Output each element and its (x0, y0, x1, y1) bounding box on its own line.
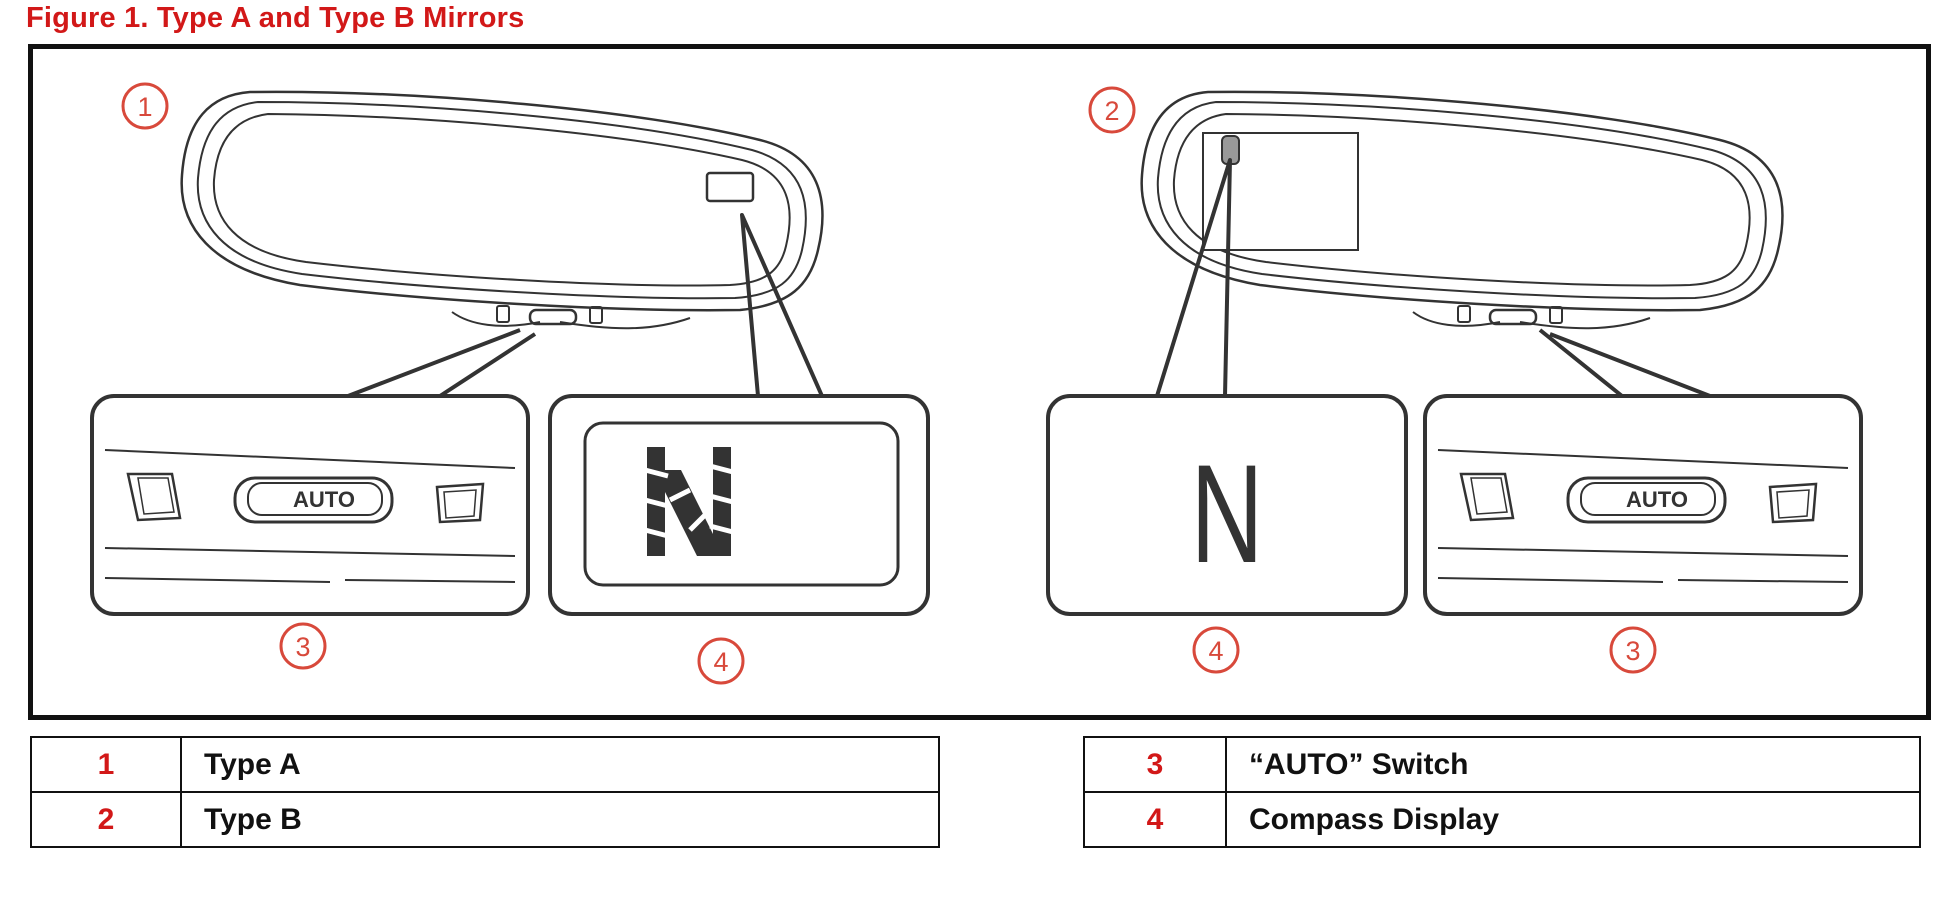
svg-text:2: 2 (1104, 96, 1119, 126)
legend-description: Compass Display (1225, 791, 1921, 848)
legend-description: Type A (180, 736, 940, 793)
callout-switch-b: 3 (1609, 626, 1657, 674)
auto-switch-mini-a (528, 308, 578, 326)
svg-text:3: 3 (1625, 636, 1640, 666)
compass-inset-a (548, 394, 930, 616)
legend-number: 4 (1083, 791, 1227, 848)
type-a-leaders (347, 213, 824, 398)
svg-text:1: 1 (137, 92, 152, 122)
legend-row: 1 Type A (30, 736, 940, 793)
type-a-mirror (180, 90, 824, 330)
compass-window-a (705, 171, 755, 203)
auto-label-a: AUTO (293, 487, 355, 512)
legend-row: 3 “AUTO” Switch (1083, 736, 1921, 793)
type-b-mirror (1140, 90, 1784, 330)
svg-text:3: 3 (295, 632, 310, 662)
legend-number: 3 (1083, 736, 1227, 793)
auto-switch-inset-a: AUTO (90, 394, 530, 616)
legend-description: “AUTO” Switch (1225, 736, 1921, 793)
figure-title: Figure 1. Type A and Type B Mirrors (26, 2, 525, 34)
figure-frame (28, 44, 1931, 720)
legend-row: 4 Compass Display (1083, 791, 1921, 848)
legend-row: 2 Type B (30, 791, 940, 848)
callout-compass-b: 4 (1192, 626, 1240, 674)
type-b-leaders (1155, 158, 1711, 398)
callout-type-a: 1 (121, 82, 169, 130)
compass-letter-b: N (1191, 436, 1264, 592)
callout-type-b: 2 (1088, 86, 1136, 134)
legend-table-left: 1 Type A 2 Type B (30, 736, 940, 848)
auto-label-b: AUTO (1626, 487, 1688, 512)
compass-inset-b: N (1046, 394, 1408, 616)
auto-switch-inset-b: AUTO (1423, 394, 1863, 616)
legend-number: 1 (30, 736, 182, 793)
svg-text:4: 4 (1208, 636, 1223, 666)
legend-number: 2 (30, 791, 182, 848)
legend-table-right: 3 “AUTO” Switch 4 Compass Display (1083, 736, 1921, 848)
auto-switch-mini-b (1488, 308, 1538, 326)
svg-text:4: 4 (713, 647, 728, 677)
segmented-n-glyph (644, 447, 734, 556)
callout-switch-a: 3 (279, 622, 327, 670)
callout-compass-a: 4 (697, 637, 745, 685)
legend-description: Type B (180, 791, 940, 848)
